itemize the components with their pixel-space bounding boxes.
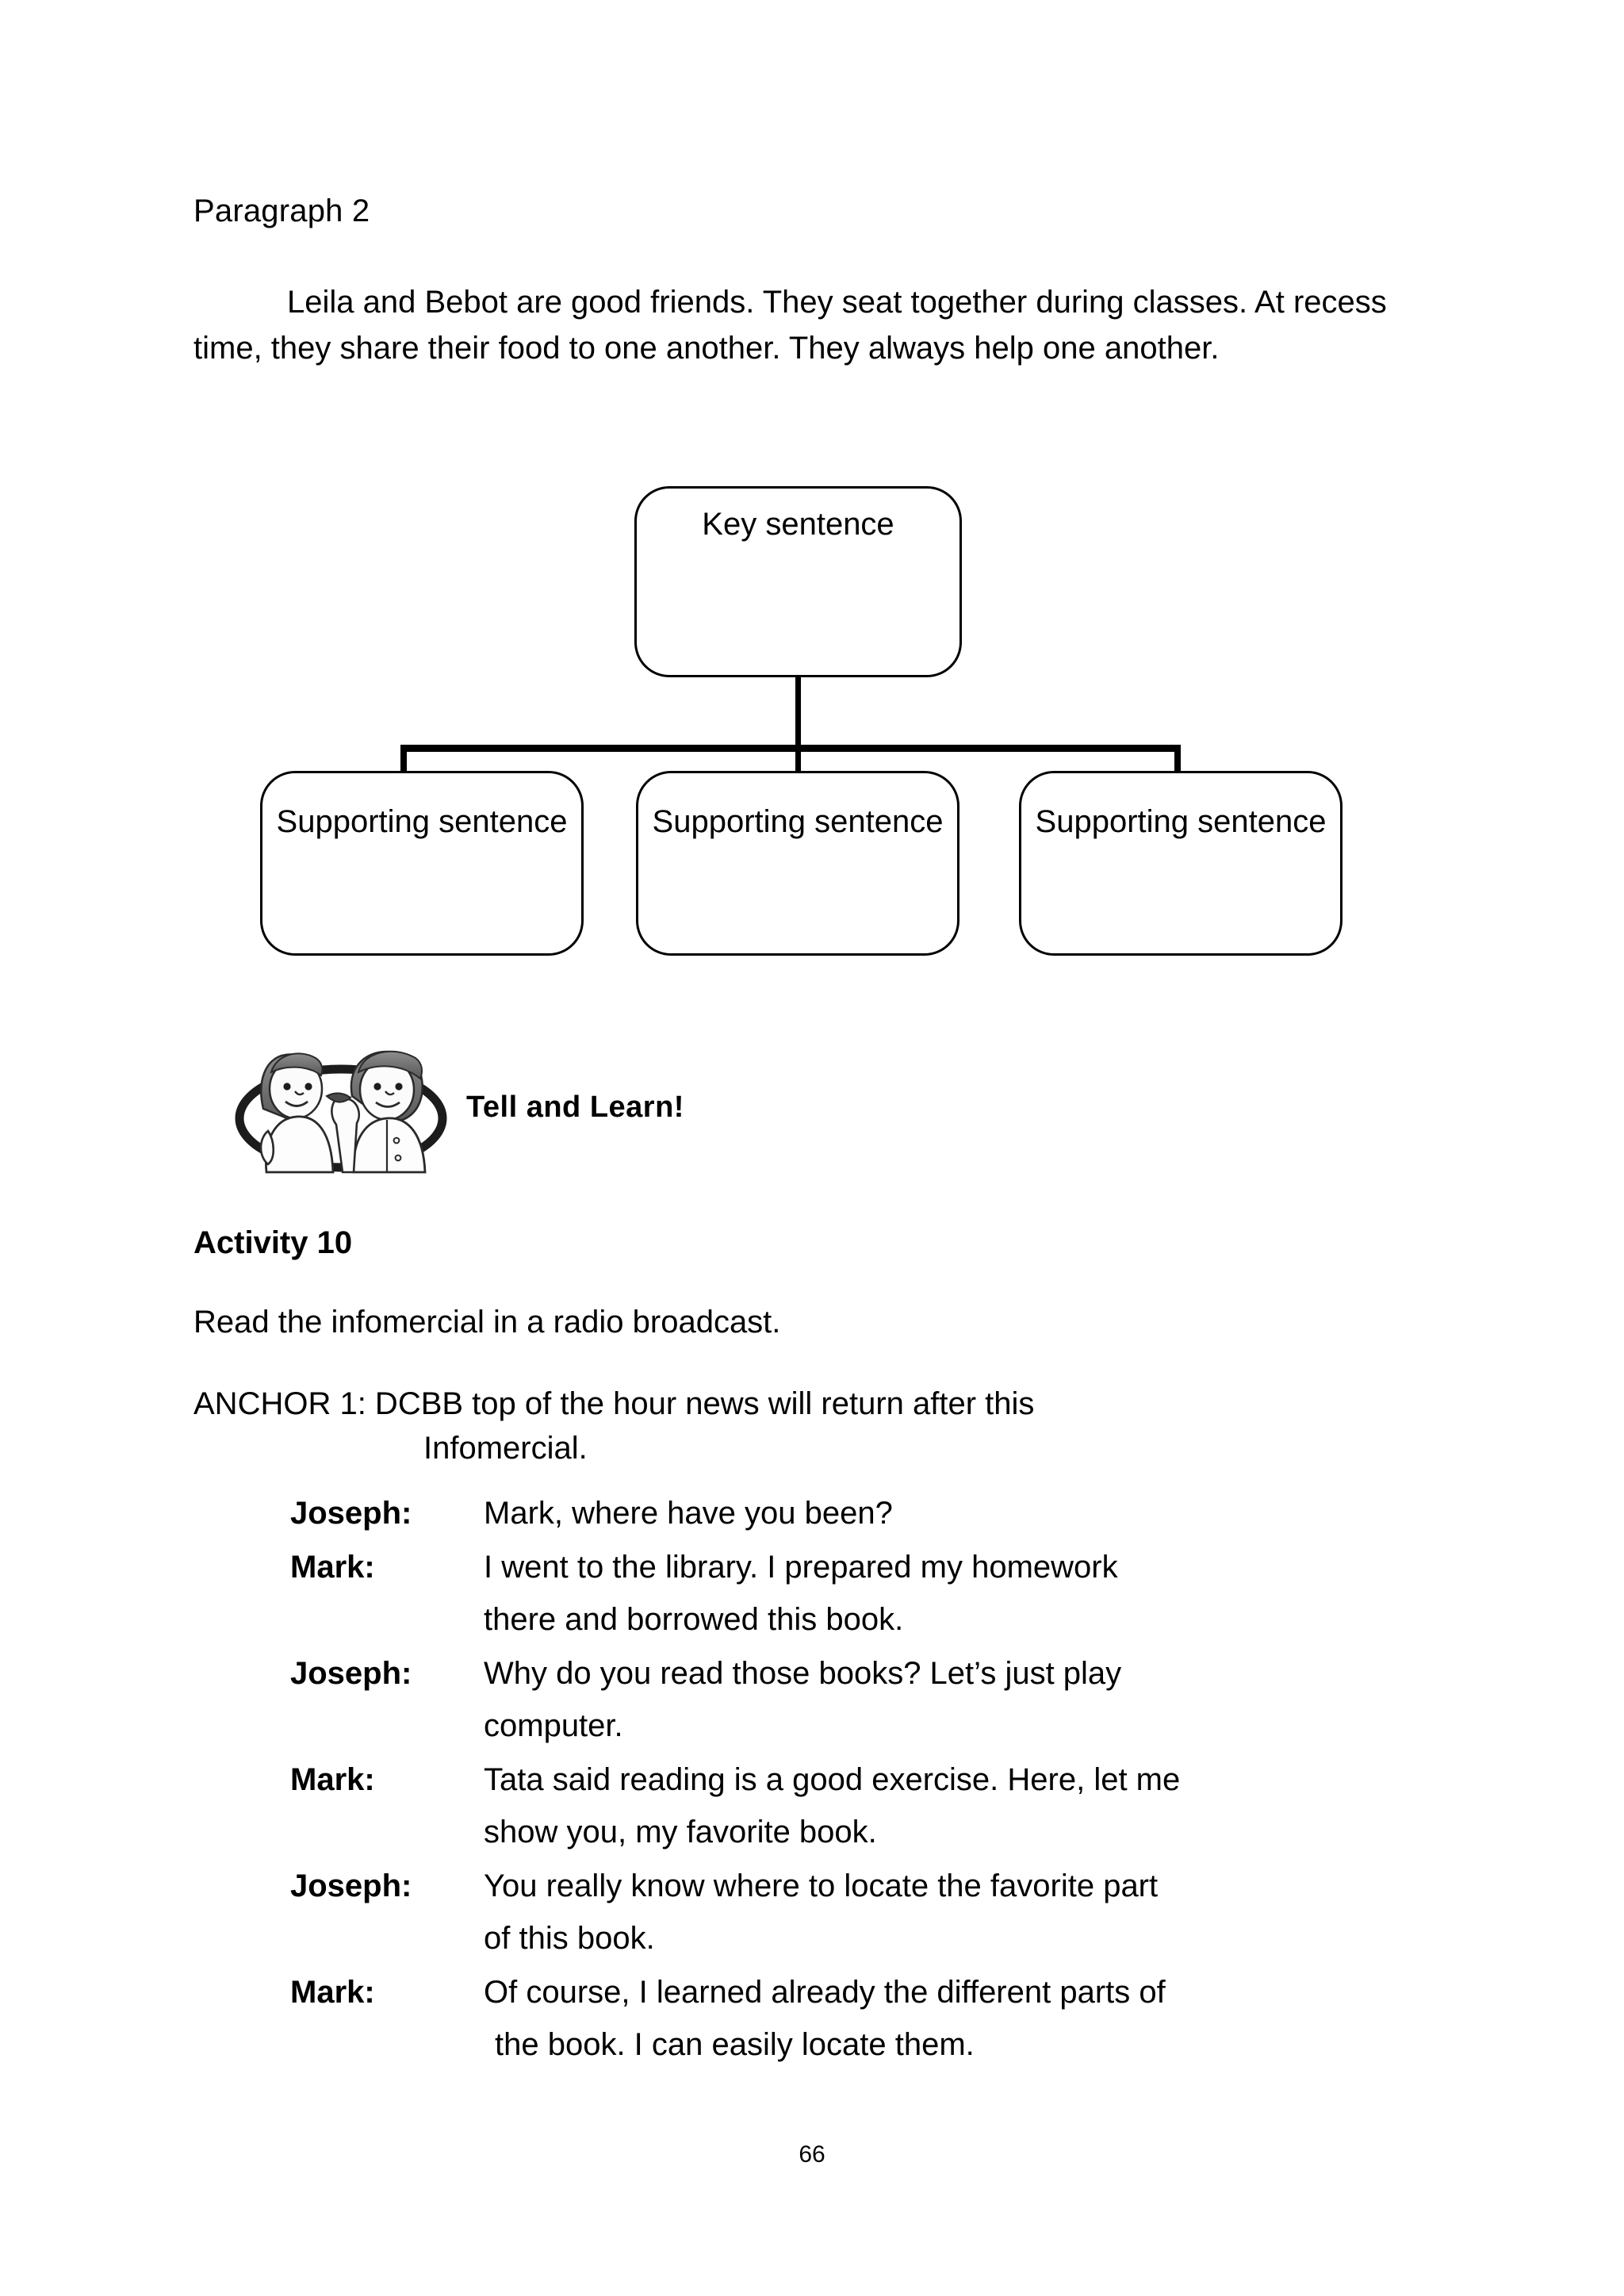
dialogue-line: computer.: [484, 1708, 623, 1743]
diagram-node-supporting-sentence-2: Supporting sentence: [636, 771, 959, 956]
diagram-node-supporting-sentence-3: Supporting sentence: [1019, 771, 1342, 956]
dialogue-speaker: Joseph:: [290, 1496, 412, 1531]
dialogue-row: Joseph: You really know where to locate t…: [290, 1860, 1416, 1964]
two-children-illustration-icon: [216, 1023, 462, 1174]
dialogue-line: Of course, I learned already the differe…: [484, 1975, 1166, 2010]
activity-heading: Activity 10: [193, 1225, 353, 1260]
connector-drop-right: [1174, 745, 1181, 773]
connector-drop-left: [400, 745, 407, 773]
dialogue-row: Mark: Tata said reading is a good exercis…: [290, 1754, 1416, 1858]
paragraph-label: Paragraph 2: [193, 194, 370, 228]
dialogue-speaker: Mark:: [290, 1975, 375, 2010]
dialogue-text: Mark, where have you been?: [484, 1487, 1416, 1539]
dialogue-line: Tata said reading is a good exercise. He…: [484, 1762, 1181, 1797]
dialogue-line: of this book.: [484, 1921, 655, 1956]
diagram-node-key-sentence: Key sentence: [634, 486, 962, 677]
dialogue-line: show you, my favorite book.: [484, 1815, 877, 1849]
dialogue-line: You really know where to locate the favo…: [484, 1869, 1159, 1903]
tell-and-learn-label: Tell and Learn!: [466, 1091, 684, 1124]
dialogue-text: You really know where to locate the favo…: [484, 1860, 1416, 1964]
dialogue-line: Why do you read those books? Let’s just …: [484, 1656, 1122, 1691]
dialogue-text: I went to the library. I prepared my hom…: [484, 1541, 1416, 1646]
page-number: 66: [799, 2141, 825, 2168]
dialogue-speaker: Mark:: [290, 1762, 375, 1797]
connector-drop-center: [795, 745, 801, 773]
connector-horizontal: [400, 745, 1181, 752]
diagram-node-supporting-sentence-1: Supporting sentence: [260, 771, 584, 956]
dialogue-line: the book. I can easily locate them.: [495, 2027, 975, 2062]
dialogue-text: Tata said reading is a good exercise. He…: [484, 1754, 1416, 1858]
paragraph-body-text: Leila and Bebot are good friends. They s…: [193, 285, 1387, 366]
dialogue-script: Joseph: Mark, where have you been? Mark: I …: [290, 1487, 1416, 2072]
dialogue-speaker: Mark:: [290, 1550, 375, 1585]
dialogue-line: there and borrowed this book.: [484, 1602, 904, 1637]
anchor-line-1: ANCHOR 1: DCBB top of the hour news will…: [193, 1386, 1035, 1421]
dialogue-row: Joseph: Mark, where have you been?: [290, 1487, 1416, 1539]
dialogue-speaker: Joseph:: [290, 1869, 412, 1903]
dialogue-row: Mark: Of course, I learned already the di…: [290, 1966, 1416, 2071]
dialogue-line: I went to the library. I prepared my hom…: [484, 1550, 1118, 1585]
dialogue-text: Why do you read those books? Let’s just …: [484, 1647, 1416, 1752]
anchor-line-2: Infomercial.: [423, 1431, 588, 1466]
activity-instruction: Read the infomercial in a radio broadcas…: [193, 1305, 781, 1340]
dialogue-speaker: Joseph:: [290, 1656, 412, 1691]
connector-stem: [795, 677, 801, 749]
dialogue-row: Joseph: Why do you read those books? Let’…: [290, 1647, 1416, 1752]
dialogue-line: Mark, where have you been?: [484, 1496, 893, 1531]
dialogue-row: Mark: I went to the library. I prepared m…: [290, 1541, 1416, 1646]
dialogue-text: Of course, I learned already the differe…: [484, 1966, 1416, 2071]
